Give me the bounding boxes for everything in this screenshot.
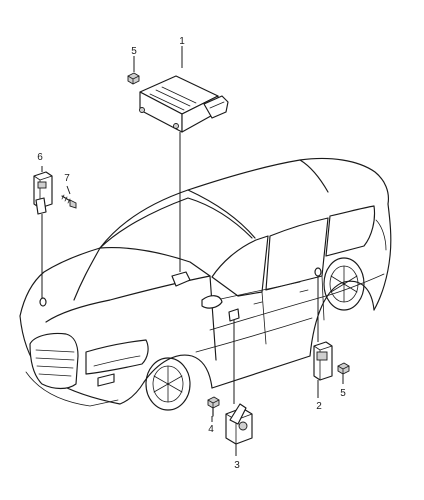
callout-4: 4 [208,424,214,435]
callout-6: 6 [37,152,43,163]
bolt-part-left [207,396,220,417]
car-illustration [19,157,392,411]
side-sensor-location-marker [228,308,240,322]
callout-1: 1 [179,36,185,47]
callout-5-right: 5 [340,388,346,399]
airbag-control-unit-part [139,75,229,133]
callout-7: 7 [64,173,70,184]
callout-5-top: 5 [131,46,137,57]
side-crash-sensor-front-part [225,403,253,445]
leader-lines [41,46,344,456]
airbag-unit-location-marker [171,271,191,287]
front-crash-sensor-part [33,171,53,215]
bolt-part-right [337,362,350,375]
callout-2: 2 [316,401,322,412]
callout-3: 3 [234,460,240,471]
side-crash-sensor-rear-part [313,341,333,381]
rear-sensor-location-marker [314,267,322,277]
bolt-part-top [127,72,140,85]
screw-part [61,194,77,209]
front-sensor-location-marker [39,297,47,307]
